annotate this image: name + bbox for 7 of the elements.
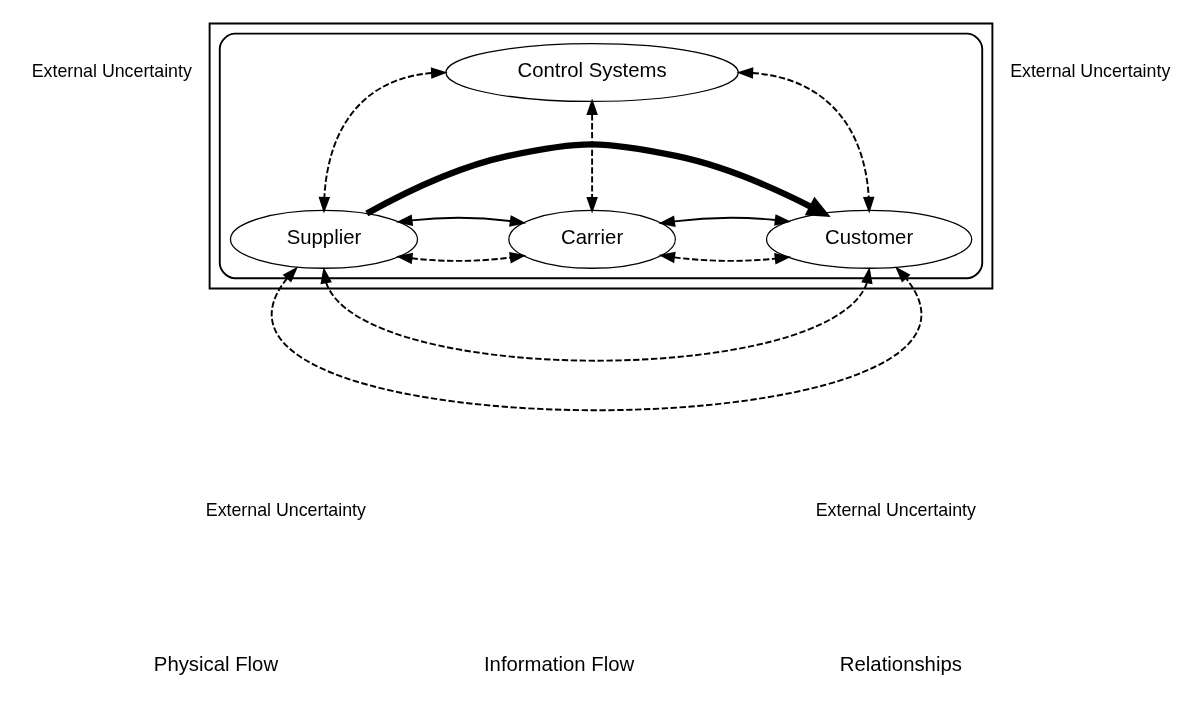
legend-label: Relationships [839, 652, 962, 675]
label: External Uncertainty [31, 61, 192, 82]
label: External Uncertainty [205, 499, 366, 520]
legend-label: Information Flow [483, 652, 634, 675]
label: External Uncertainty [815, 499, 976, 520]
legend-label: Physical Flow [153, 652, 278, 675]
label: External Uncertainty [1009, 61, 1170, 82]
